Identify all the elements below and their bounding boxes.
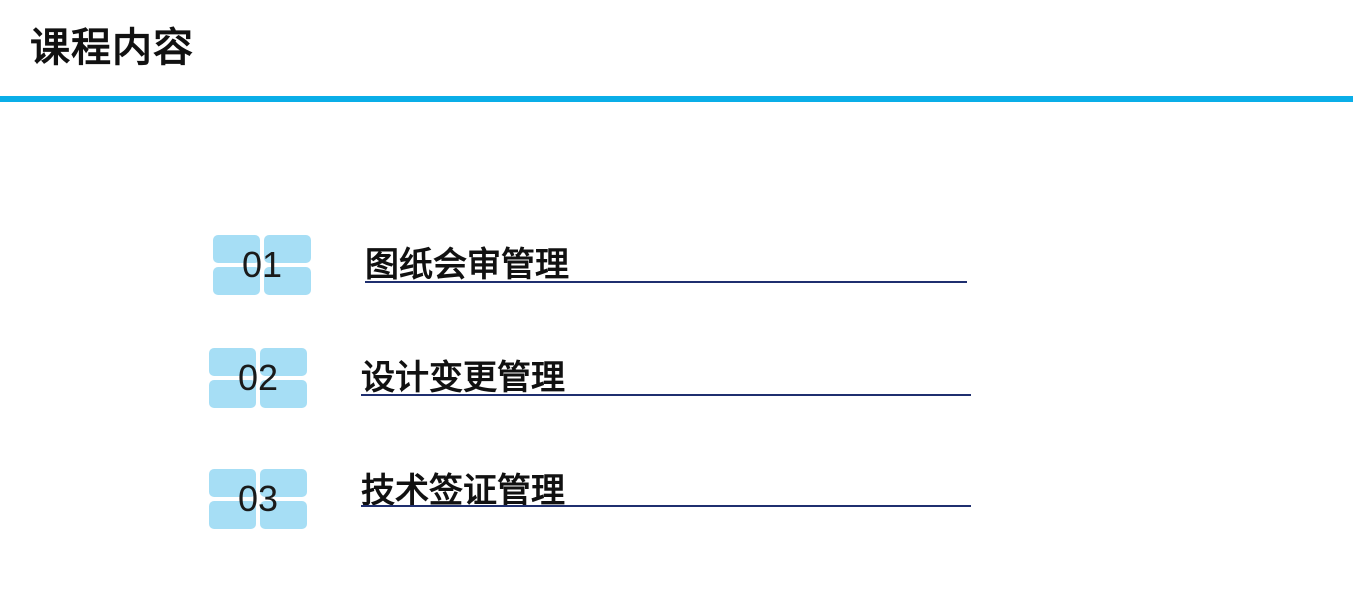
number-badge: 03 xyxy=(209,469,307,529)
item-underline xyxy=(365,281,967,283)
toc-item: 02 设计变更管理 xyxy=(209,348,979,410)
number-badge: 01 xyxy=(213,235,311,295)
item-underline xyxy=(361,394,971,396)
page-title: 课程内容 xyxy=(30,25,194,71)
item-underline xyxy=(361,505,971,507)
item-label: 技术签证管理 xyxy=(361,471,565,511)
item-number: 02 xyxy=(237,357,279,398)
toc-item: 01 图纸会审管理 xyxy=(213,235,973,297)
toc-item: 03 技术签证管理 xyxy=(209,469,979,531)
title-divider xyxy=(0,96,1353,102)
item-number: 01 xyxy=(241,244,283,285)
item-label: 图纸会审管理 xyxy=(365,245,569,285)
item-label: 设计变更管理 xyxy=(361,358,565,398)
number-badge: 02 xyxy=(209,348,307,408)
item-number: 03 xyxy=(237,478,279,519)
